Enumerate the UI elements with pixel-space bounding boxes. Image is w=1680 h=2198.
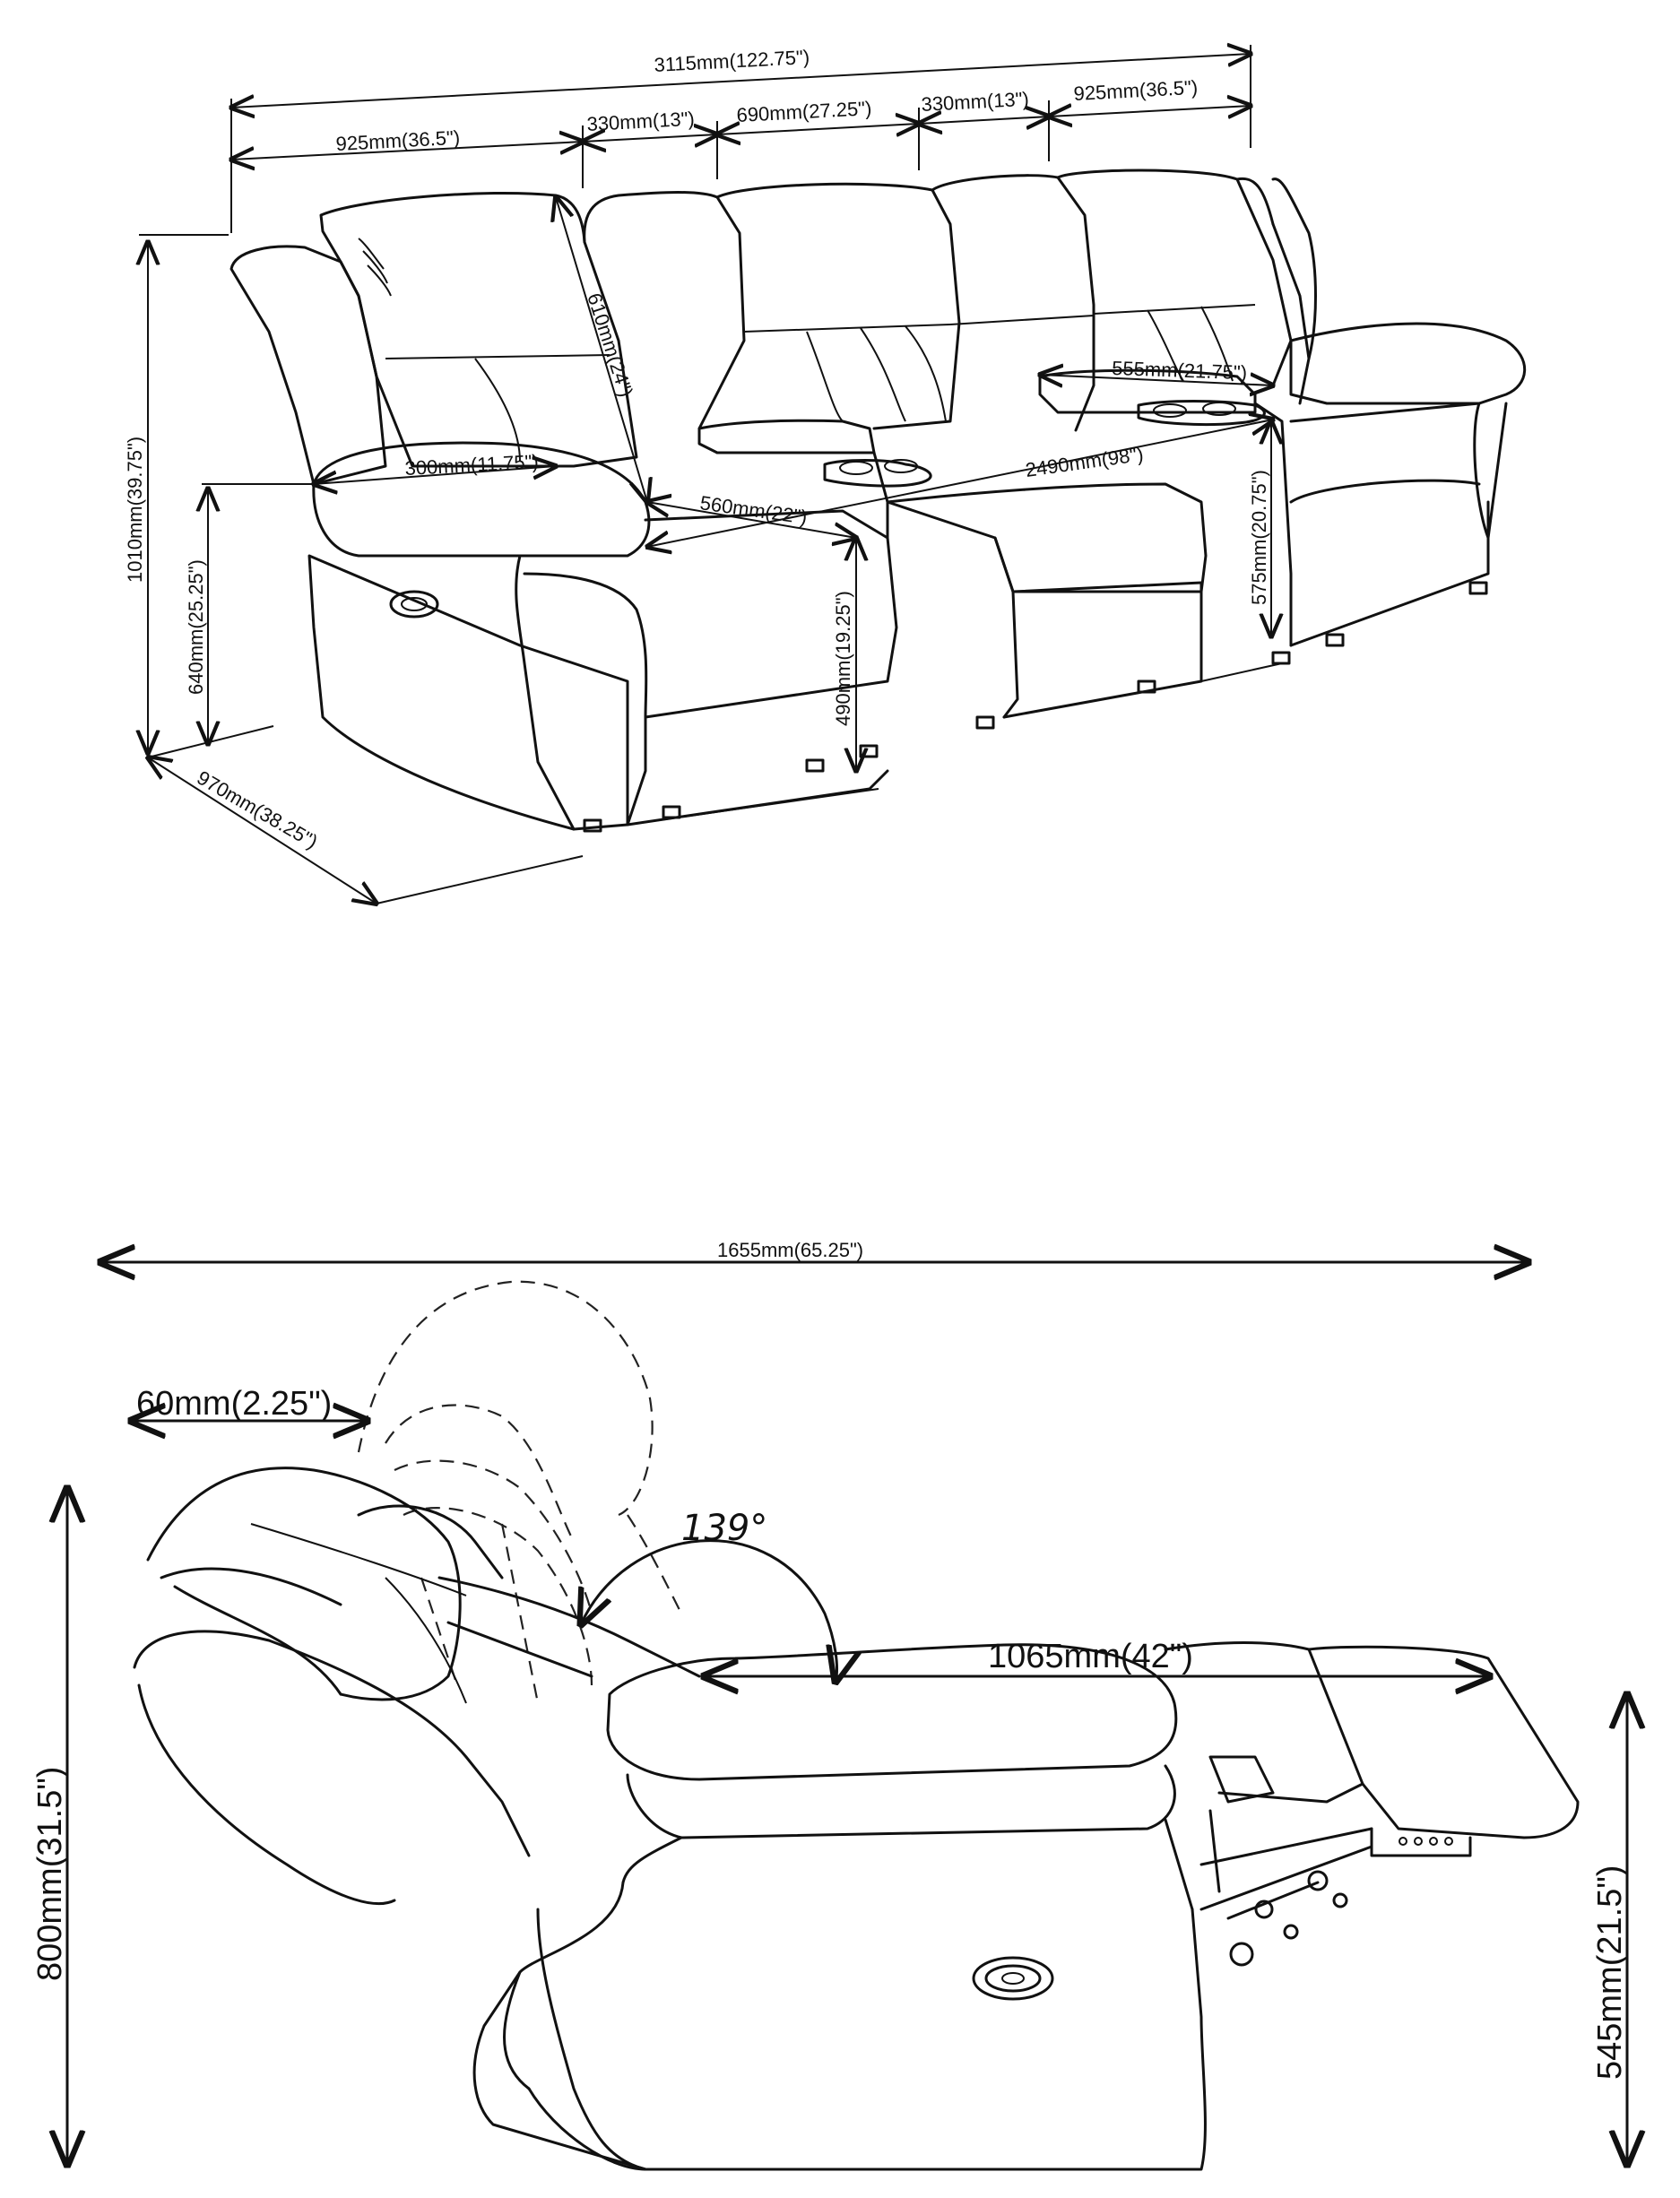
dim-seat-section-right: 925mm(36.5") (1073, 76, 1199, 105)
dim-reclined-length: 1655mm(65.25") (717, 1239, 863, 1261)
dim-console-left: 330mm(13") (586, 108, 695, 135)
dim-footrest-height: 545mm(21.5") (1591, 1865, 1629, 2080)
dim-overall-height: 1010mm(39.75") (124, 437, 146, 583)
dim-back-height: 610mm(24") (583, 290, 637, 400)
dim-inner-width: 2490mm(98") (1024, 443, 1145, 481)
dim-recline-angle: 139° (681, 1508, 767, 1549)
dim-seat-to-footrest: 1065mm(42") (988, 1638, 1193, 1675)
dim-seat-section-left: 925mm(36.5") (335, 126, 461, 155)
dim-overall-width: 3115mm(122.75") (654, 46, 810, 76)
top-dimension-labels: 3115mm(122.75") 925mm(36.5") 330mm(13") … (124, 46, 1270, 853)
top-dimension-lines (139, 45, 1273, 904)
dim-console-right: 330mm(13") (921, 88, 1029, 116)
dim-seat-height: 490mm(19.25") (832, 591, 854, 726)
bottom-dimension-labels: 1655mm(65.25") 60mm(2.25") 139° 1065mm(4… (31, 1239, 1629, 2080)
recliner-side-drawing (133, 1280, 1580, 2171)
dim-depth: 970mm(38.25") (194, 766, 322, 853)
dim-height: 800mm(31.5") (31, 1767, 69, 1981)
dim-middle-seat: 690mm(27.25") (736, 97, 872, 126)
dim-arm-width: 300mm(11.75") (404, 450, 539, 480)
dim-seat-depth: 560mm(22") (698, 491, 809, 528)
dim-wall-clearance: 60mm(2.25") (136, 1385, 332, 1423)
bottom-dimension-lines (67, 1262, 1627, 2165)
dim-console-length: 555mm(21.75") (1112, 357, 1248, 384)
dim-console-height: 575mm(20.75") (1248, 470, 1270, 605)
dim-arm-height: 640mm(25.25") (185, 559, 207, 695)
